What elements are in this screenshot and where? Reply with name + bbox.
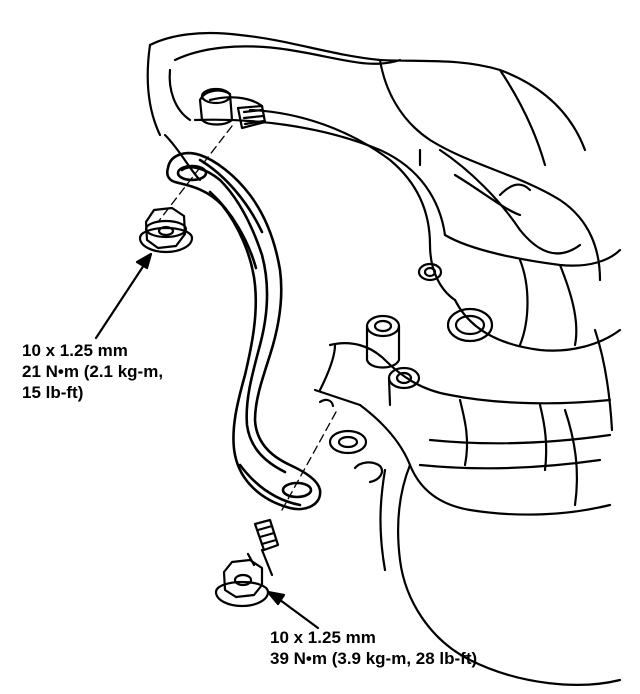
alignment-lines: [157, 125, 337, 511]
lower-arrow-head: [266, 590, 286, 606]
bracket: [165, 151, 322, 511]
housing-casting: [146, 31, 622, 686]
lower-bolt-torque-callout: 10 x 1.25 mm 39 N•m (3.9 kg-m, 28 lb-ft): [270, 627, 477, 669]
upper-stud-boss: [198, 87, 267, 130]
lower-mounting-bosses: [318, 262, 443, 484]
upper-arrow-head: [135, 252, 153, 270]
lower-bolt-torque: 39 N•m (3.9 kg-m, 28 lb-ft): [270, 649, 478, 668]
upper-nut-thread-size: 10 x 1.25 mm: [22, 341, 128, 360]
lower-bolt-thread-size: 10 x 1.25 mm: [270, 628, 376, 647]
lower-flange-bolt: [214, 518, 280, 608]
upper-nut-torque-lbft: 15 lb-ft): [22, 383, 84, 402]
upper-nut-torque-callout: 10 x 1.25 mm 21 N•m (2.1 kg-m, 15 lb-ft): [22, 340, 163, 403]
upper-nut-torque: 21 N•m (2.1 kg-m,: [22, 362, 164, 381]
callout-arrows: [94, 252, 320, 630]
upper-flange-nut: [138, 206, 194, 254]
